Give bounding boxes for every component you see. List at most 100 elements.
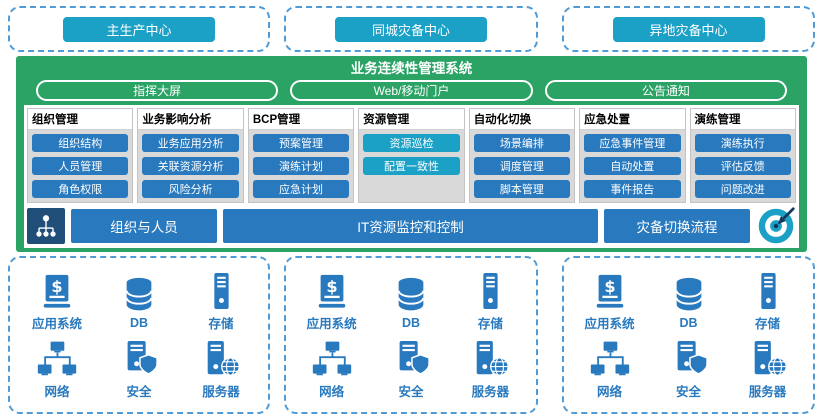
infra-item-server: 服务器 (728, 336, 807, 404)
infra-label: 安全 (398, 385, 424, 399)
infra-label: DB (679, 315, 698, 330)
module-item: 预案管理 (252, 134, 350, 152)
module-item: 关联资源分析 (142, 157, 239, 175)
module-title-2: BCP管理 (248, 109, 354, 130)
module-title-1: 业务影响分析 (138, 109, 243, 130)
module-body-4: 场景编排调度管理脚本管理 (470, 130, 574, 202)
system-title: 业务连续性管理系统 (350, 61, 473, 76)
module-body-2: 预案管理演练计划应急计划 (249, 130, 353, 202)
app-system-icon: $ (589, 272, 631, 310)
module-6: 演练管理演练执行评估反馈问题改进 (689, 108, 796, 203)
bars-row: 组织与人员 IT资源监控和控制 灾备切换流程 (27, 206, 796, 246)
security-icon (390, 340, 432, 378)
module-5: 应急处置应急事件管理自动处置事件报告 (579, 108, 686, 203)
module-title-4: 自动化切换 (469, 109, 575, 130)
database-icon (668, 275, 710, 313)
module-item: 调度管理 (473, 157, 571, 175)
module-4: 自动化切换场景编排调度管理脚本管理 (468, 108, 576, 203)
module-2: BCP管理预案管理演练计划应急计划 (247, 108, 355, 203)
infra-label: 存储 (208, 317, 234, 331)
module-item: 组织结构 (32, 134, 129, 152)
infra-item-server: 服务器 (451, 336, 530, 404)
infra-item-app-system: $ 应用系统 (16, 268, 98, 336)
app-system-icon: $ (36, 272, 78, 310)
network-icon (589, 340, 631, 378)
infra-label: 存储 (754, 317, 780, 331)
infra-label: 应用系统 (306, 317, 357, 331)
target-icon (756, 206, 796, 246)
org-people-icon-box (27, 208, 65, 244)
portal-button-1: Web/移动门户 (290, 80, 533, 101)
center-title-2: 异地灾备中心 (612, 17, 765, 42)
infra-item-database: DB (98, 268, 180, 336)
infra-item-security: 安全 (98, 336, 180, 404)
module-title-6: 演练管理 (690, 109, 795, 130)
infra-label: 应用系统 (31, 317, 82, 331)
app-system-icon: $ (311, 272, 353, 310)
storage-icon (747, 272, 789, 310)
center-title-0: 主生产中心 (63, 17, 215, 42)
module-body-5: 应急事件管理自动处置事件报告 (580, 130, 684, 202)
module-title-5: 应急处置 (580, 109, 685, 130)
module-item: 问题改进 (694, 180, 791, 198)
network-icon (36, 340, 78, 378)
infra-item-network: 网络 (292, 336, 371, 404)
module-body-0: 组织结构人员管理角色权限 (28, 130, 132, 202)
module-3: 资源管理资源巡检配置一致性 (358, 108, 465, 203)
module-item: 配置一致性 (363, 157, 460, 175)
module-item: 演练执行 (694, 134, 791, 152)
module-item: 风险分析 (142, 180, 239, 198)
module-item: 角色权限 (32, 180, 129, 198)
module-item: 自动处置 (584, 157, 681, 175)
module-body-6: 演练执行评估反馈问题改进 (691, 130, 795, 202)
module-title-3: 资源管理 (359, 109, 464, 130)
module-item: 脚本管理 (473, 180, 571, 198)
module-0: 组织管理组织结构人员管理角色权限 (27, 108, 134, 203)
module-item: 场景编排 (473, 134, 571, 152)
dr-switch-flow-bar: 灾备切换流程 (604, 209, 750, 243)
portal-button-0: 指挥大屏 (36, 80, 279, 101)
infra-item-database: DB (649, 268, 728, 336)
module-item: 事件报告 (584, 180, 681, 198)
infra-item-storage: 存储 (728, 268, 807, 336)
module-item: 应急计划 (252, 180, 350, 198)
infra-label: 服务器 (471, 385, 510, 399)
center-top-box-1: 同城灾备中心 (284, 6, 538, 52)
module-item: 评估反馈 (694, 157, 791, 175)
server-icon (469, 340, 511, 378)
infra-label: 网络 (596, 385, 622, 399)
infrastructure-grid-2: $应用系统 DB 存储网络 安全 服务器 (564, 258, 813, 412)
org-chart-icon (32, 212, 60, 240)
center-top-box-2: 异地灾备中心 (562, 6, 815, 52)
security-icon (118, 340, 160, 378)
module-item: 应急事件管理 (584, 134, 681, 152)
infra-item-storage: 存储 (180, 268, 262, 336)
server-icon (747, 340, 789, 378)
module-item: 资源巡检 (363, 134, 460, 152)
module-body-3: 资源巡检配置一致性 (359, 130, 463, 202)
module-title-0: 组织管理 (28, 109, 133, 130)
infra-label: 安全 (675, 385, 701, 399)
infra-label: 网络 (319, 385, 345, 399)
database-icon (118, 275, 160, 313)
it-monitoring-bar: IT资源监控和控制 (223, 209, 598, 243)
center-top-box-0: 主生产中心 (8, 6, 270, 52)
infra-label: 网络 (44, 385, 70, 399)
svg-text:$: $ (326, 277, 337, 296)
infra-item-server: 服务器 (180, 336, 262, 404)
infra-item-network: 网络 (570, 336, 649, 404)
infra-label: 存储 (477, 317, 503, 331)
infra-item-app-system: $应用系统 (570, 268, 649, 336)
infra-item-storage: 存储 (451, 268, 530, 336)
security-icon (668, 340, 710, 378)
storage-icon (200, 272, 242, 310)
svg-text:$: $ (604, 277, 615, 296)
module-body-1: 业务应用分析关联资源分析风险分析 (138, 130, 242, 202)
